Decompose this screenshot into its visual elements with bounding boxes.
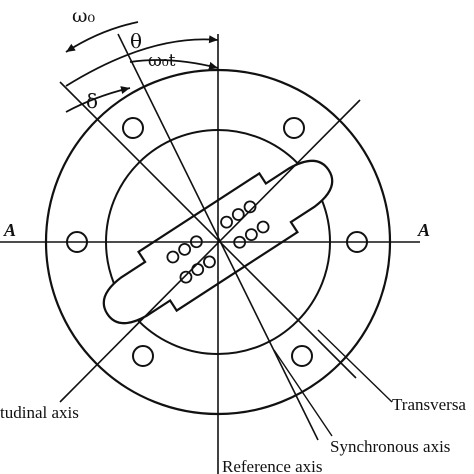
synchronous-leader-line: [273, 349, 333, 437]
transverse-leader-line: [317, 329, 393, 403]
longitudinal-axis-label: tudinal axis: [0, 403, 79, 422]
transverse-axis-label: Transversa: [392, 395, 466, 414]
omega0t-arc: [129, 59, 219, 70]
bolt-hole: [283, 117, 305, 139]
synchronous-axis-line: [117, 33, 319, 441]
theta-arc: [65, 35, 219, 87]
omega0-label: ω₀: [72, 5, 95, 27]
synchronous-axis-label: Synchronous axis: [330, 437, 450, 456]
delta-arc: [65, 86, 131, 113]
bolt-hole: [132, 345, 154, 367]
axis-a-right-label: A: [417, 220, 430, 240]
bolt-hole: [291, 345, 313, 367]
reference-axis-label: Reference axis: [222, 457, 323, 474]
theta-label: θ: [130, 29, 142, 53]
omega0-arrow-arc: [65, 21, 139, 53]
bolt-hole: [122, 117, 144, 139]
longitudinal-axis-line: [59, 81, 357, 379]
axis-a-left-label: A: [3, 220, 16, 240]
omega0t-label: ω₀t: [148, 51, 176, 71]
delta-label: δ: [86, 89, 98, 113]
transverse-axis-line: [59, 99, 361, 403]
